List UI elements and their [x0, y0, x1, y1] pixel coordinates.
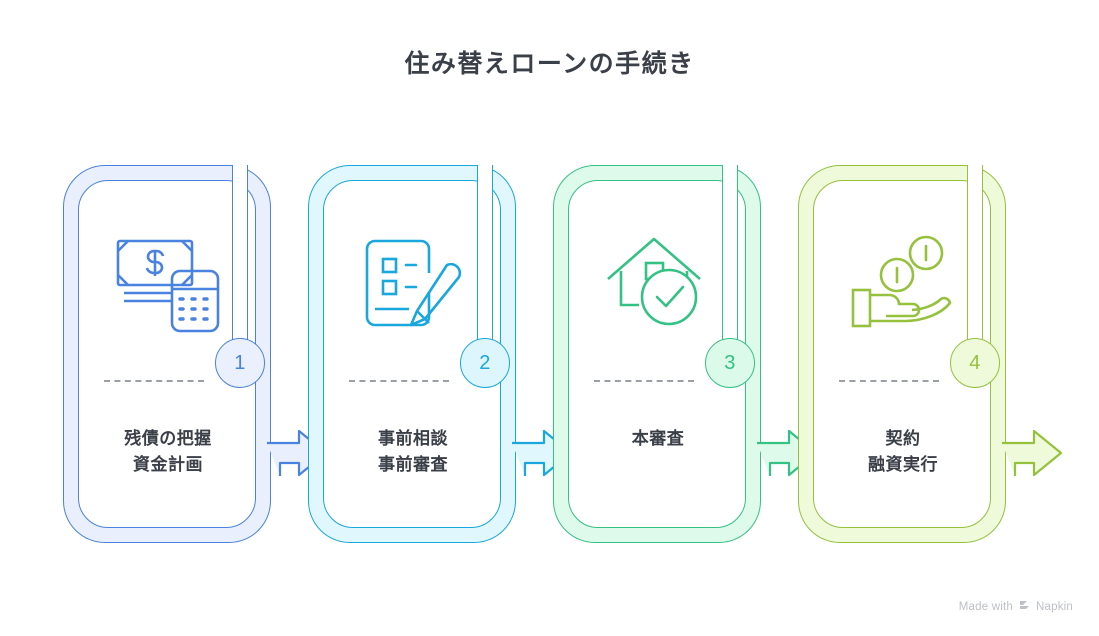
step-divider [594, 380, 694, 382]
napkin-watermark: Made with Napkin [959, 599, 1073, 614]
step-label-line: 残債の把握 [124, 429, 212, 448]
step-card: 残債の把握 資金計画 [78, 180, 256, 528]
badge-stem [232, 165, 248, 370]
house-check-icon [569, 223, 747, 343]
step-label: 契約 融資実行 [814, 426, 992, 479]
step-number-badge: 4 [950, 338, 1000, 388]
step-label-line: 融資実行 [868, 455, 938, 475]
step-label-line: 本審査 [631, 429, 685, 448]
banknote-calculator-icon [79, 223, 257, 343]
step-label-line: 契約 [885, 429, 921, 448]
step-label-line: 事前相談 [378, 429, 448, 448]
process-steps-row: 残債の把握 資金計画 1 [0, 165, 1099, 545]
napkin-chevrons-icon [1018, 599, 1031, 614]
watermark-brand: Napkin [1036, 600, 1073, 613]
step-connector-arrow [1001, 429, 1063, 477]
step-number-badge: 3 [705, 338, 755, 388]
step-label: 残債の把握 資金計画 [79, 426, 257, 479]
step-label: 事前相談 事前審査 [324, 426, 502, 479]
process-step-2[interactable]: 事前相談 事前審査 2 [308, 165, 573, 543]
step-divider [839, 380, 939, 382]
step-label-line: 資金計画 [133, 455, 203, 475]
watermark-text: Made with [958, 600, 1013, 613]
process-step-3[interactable]: 本審査 3 [553, 165, 818, 543]
checklist-pencil-icon [324, 223, 502, 343]
step-label-line: 事前審査 [378, 455, 448, 475]
step-label: 本審査 [569, 426, 747, 452]
step-card: 事前相談 事前審査 [323, 180, 501, 528]
step-divider [104, 380, 204, 382]
badge-stem [477, 165, 493, 370]
page-title: 住み替えローンの手続き [404, 50, 695, 78]
process-step-1[interactable]: 残債の把握 資金計画 1 [63, 165, 328, 543]
badge-stem [722, 165, 738, 370]
step-divider [349, 380, 449, 382]
badge-stem [967, 165, 983, 370]
step-number-badge: 2 [460, 338, 510, 388]
process-step-4[interactable]: 契約 融資実行 4 [798, 165, 1063, 543]
hand-coins-icon [814, 223, 992, 343]
step-number-badge: 1 [215, 338, 265, 388]
